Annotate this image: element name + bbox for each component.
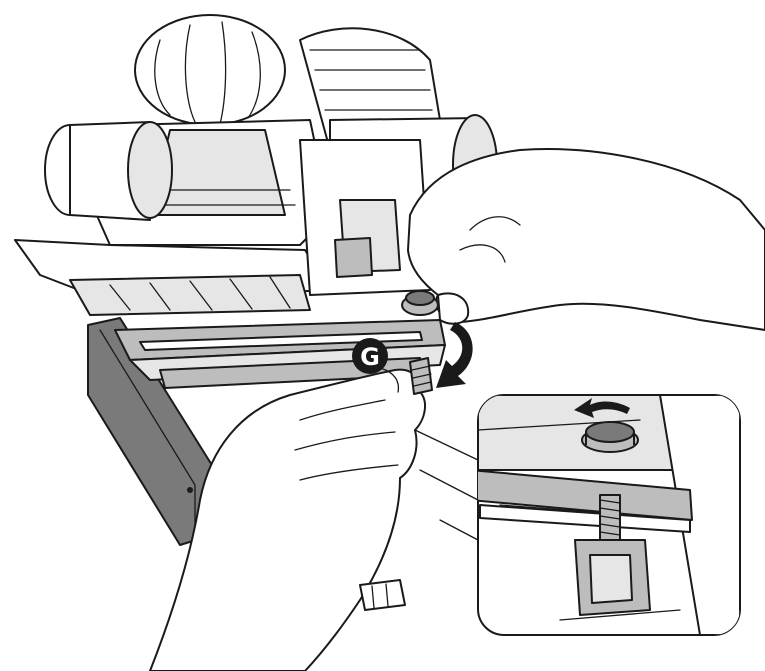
- curved-arrow-icon: [436, 322, 473, 388]
- saw-body: [14, 14, 498, 316]
- lock-knob: [401, 290, 439, 316]
- saw-lower: [359, 429, 479, 611]
- callout-g: G: [352, 338, 388, 374]
- callout-label: G: [360, 343, 380, 371]
- motor-knob: [134, 14, 286, 126]
- right-hand: [407, 148, 765, 331]
- inset-plate: [478, 469, 693, 521]
- fence-screw: [409, 357, 433, 395]
- detail-inset: [477, 394, 741, 636]
- rotate-arrow-icon: [574, 398, 630, 418]
- callout-circle: [352, 338, 388, 374]
